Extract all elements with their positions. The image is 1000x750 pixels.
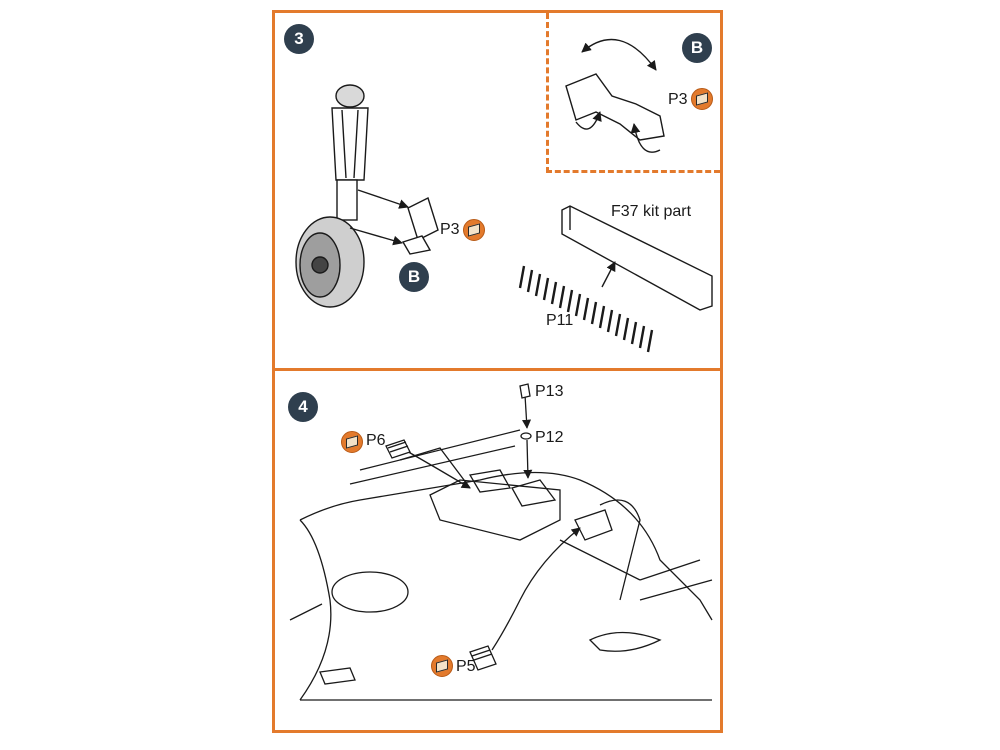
step-4-panel bbox=[272, 371, 723, 733]
kit-part-f37-drawing bbox=[561, 205, 713, 311]
photo-etch-icon bbox=[691, 88, 713, 110]
step-4-number-badge: 4 bbox=[288, 392, 318, 422]
landing-gear-drawing bbox=[295, 84, 439, 308]
p5-part-label: P5 bbox=[456, 658, 476, 675]
detail-inset-b bbox=[546, 13, 720, 173]
kit-part-label: F37 kit part bbox=[611, 203, 692, 220]
photo-etch-icon bbox=[463, 219, 485, 241]
sub-assembly-b-badge: B bbox=[399, 262, 429, 292]
step-3-panel bbox=[272, 10, 723, 371]
p5-part-drawing bbox=[469, 645, 497, 671]
inset-part-label: P3 bbox=[668, 91, 688, 108]
p6-part-drawing bbox=[385, 439, 411, 459]
step-3-number-badge: 3 bbox=[284, 24, 314, 54]
fuselage-drawing bbox=[289, 383, 713, 701]
p13-part-label: P13 bbox=[535, 383, 564, 400]
photo-etch-icon bbox=[431, 655, 453, 677]
inset-part-drawing bbox=[565, 38, 665, 153]
photo-etch-icon bbox=[341, 431, 363, 453]
p3-part-label: P3 bbox=[440, 221, 460, 238]
p12-part-label: P12 bbox=[535, 429, 564, 446]
p6-part-label: P6 bbox=[366, 432, 386, 449]
p11-stripe-decal bbox=[518, 265, 654, 353]
p11-part-label: P11 bbox=[546, 312, 574, 329]
inset-b-badge: B bbox=[682, 33, 712, 63]
